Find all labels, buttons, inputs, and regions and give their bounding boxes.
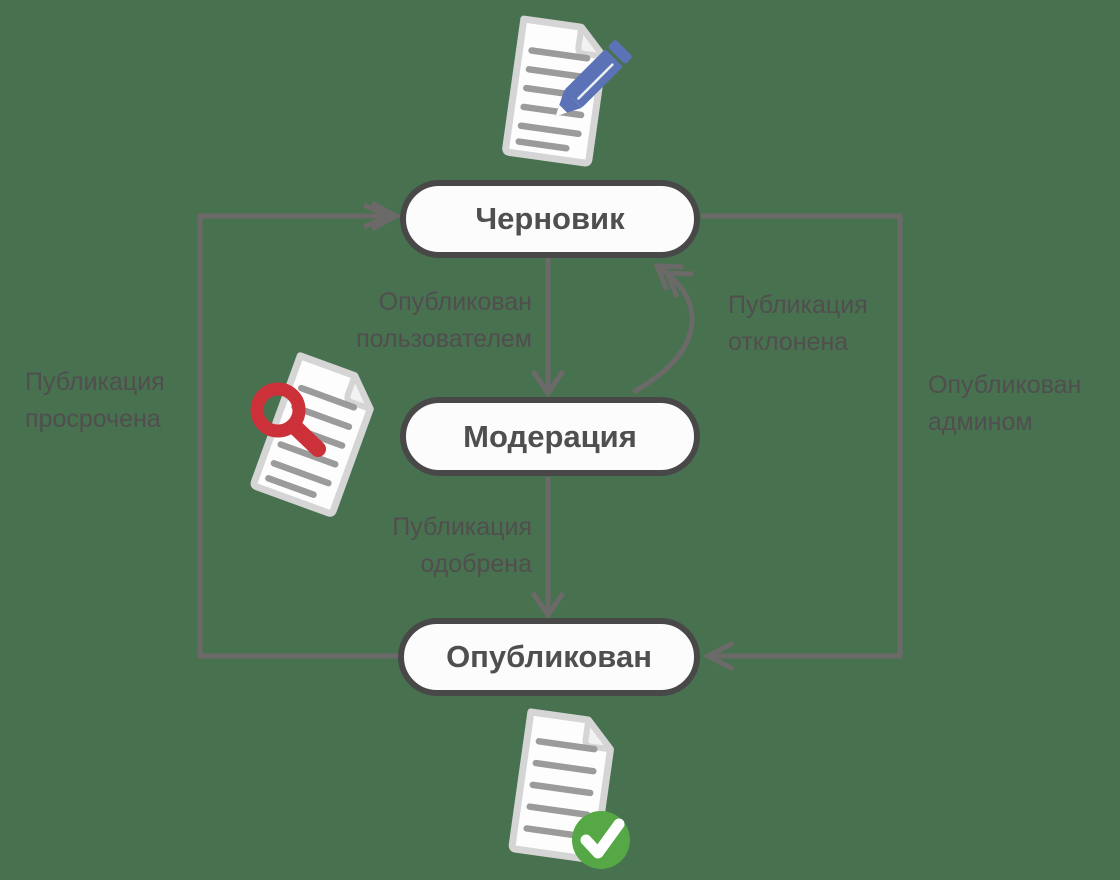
arrowhead-right-draft-2 — [362, 202, 395, 230]
checkmark-icon — [572, 811, 630, 869]
page-text-lines — [523, 738, 598, 840]
document-with-pencil-icon — [502, 15, 632, 167]
node-draft-label: Черновик — [475, 201, 625, 236]
edge-label-publication-approved: Публикация одобрена — [392, 513, 532, 578]
node-published-label: Опубликован — [446, 639, 652, 674]
node-moderation: Модерация — [400, 397, 700, 476]
edge-published-to-draft-left-loop — [197, 213, 399, 659]
arrowhead-down-published — [530, 591, 566, 620]
edge-label-published-by-admin: Опубликован админом — [928, 371, 1082, 436]
edge-moderation-to-draft-curve — [631, 263, 695, 395]
edge-label-publication-expired: Публикация просрочена — [25, 368, 165, 433]
document-with-magnifier-icon — [250, 352, 374, 517]
page-fold — [344, 372, 374, 412]
node-draft: Черновик — [400, 180, 700, 258]
arrowhead-curve-1 — [653, 263, 684, 291]
arrowhead-right-draft — [370, 200, 402, 232]
edge-draft-to-published-right-loop — [701, 213, 903, 659]
node-moderation-label: Модерация — [463, 418, 637, 454]
document-with-checkmark-icon — [508, 708, 630, 869]
node-published: Опубликован — [398, 618, 700, 696]
edge-label-publication-rejected: Публикация отклонена — [728, 291, 868, 356]
arrowhead-left-published — [702, 640, 735, 672]
page-text-lines — [515, 47, 591, 152]
arrowhead-down-moderation — [530, 369, 566, 398]
edge-label-published-by-user: Опубликован пользователем — [356, 288, 532, 353]
arrowhead-curve-2 — [663, 270, 694, 298]
magnifier-icon — [250, 382, 326, 457]
page-text-lines — [265, 384, 358, 498]
page-fold — [582, 716, 614, 753]
page-fold — [575, 24, 607, 60]
